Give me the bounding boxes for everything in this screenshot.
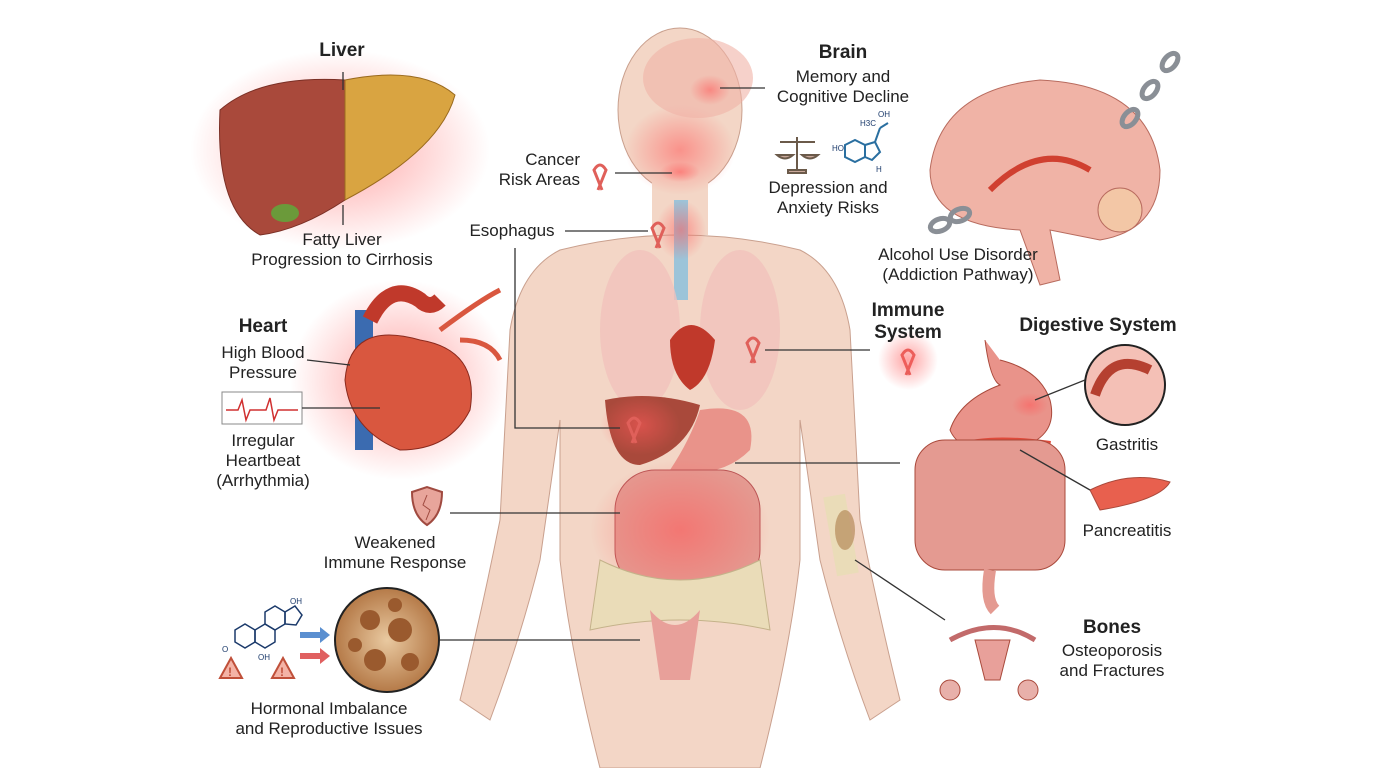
- cognitive-decline-label: Cognitive Decline: [776, 87, 910, 106]
- reproductive-organ-in-body: [650, 610, 700, 680]
- warning-icon: !: [270, 655, 296, 679]
- ribbon-icon: [626, 416, 642, 444]
- svg-text:!: !: [280, 665, 284, 679]
- ribbon-icon: [592, 163, 608, 191]
- reproductive-label: and Reproductive Issues: [235, 719, 423, 738]
- heart-illustration: [290, 280, 510, 480]
- leader-lines: [302, 72, 1091, 641]
- scales-icon: [774, 137, 821, 174]
- reproductive-illustration: [939, 625, 1039, 701]
- chain-icon: [927, 50, 1181, 235]
- chem-label: O: [222, 645, 228, 654]
- digestive-illustration: [914, 339, 1171, 615]
- osteoporosis-label: Osteoporosis: [1061, 641, 1163, 660]
- left-lung: [600, 250, 680, 410]
- immune-response-label: Immune Response: [323, 553, 467, 572]
- svg-text:!: !: [228, 665, 232, 679]
- bone-tissue-illustration: [334, 587, 440, 693]
- immune-title: Immune: [871, 300, 945, 321]
- irregular-label: Irregular: [231, 431, 295, 450]
- pressure-label: Pressure: [228, 363, 298, 382]
- brain-title: Brain: [818, 42, 868, 63]
- warning-icon: !: [218, 655, 244, 679]
- gastritis-label: Gastritis: [1095, 435, 1159, 454]
- ribbon-icon: [650, 221, 666, 249]
- system-title: System: [874, 322, 942, 343]
- fractures-label: and Fractures: [1059, 661, 1165, 680]
- human-body: [459, 27, 901, 768]
- ecg-icon: [221, 391, 303, 425]
- bones-title: Bones: [1082, 617, 1142, 638]
- heartbeat-label: Heartbeat: [225, 451, 301, 470]
- addiction-pathway-label: (Addiction Pathway): [882, 265, 1034, 284]
- stomach-in-body: [670, 408, 752, 473]
- chem-label: OH: [290, 597, 302, 606]
- pancreatitis-label: Pancreatitis: [1082, 521, 1172, 540]
- heart-title: Heart: [238, 316, 288, 337]
- weakened-label: Weakened: [354, 533, 436, 552]
- pelvis: [589, 559, 771, 631]
- chem-label: H3C: [860, 119, 876, 128]
- chem-label: OH: [258, 653, 270, 662]
- hormonal-label: Hormonal Imbalance: [250, 699, 408, 718]
- risk-areas-label: Risk Areas: [498, 170, 580, 189]
- shield-icon: [410, 485, 444, 527]
- liver-illustration: [190, 50, 490, 250]
- right-lung: [700, 250, 780, 410]
- liver-title: Liver: [319, 40, 365, 61]
- arrow-icon: [300, 648, 330, 664]
- ribbon-icon: [745, 336, 761, 364]
- digestive-title: Digestive System: [1019, 315, 1177, 336]
- depression-label: Depression and: [768, 178, 888, 197]
- bone-fracture-illustration: [823, 493, 859, 577]
- cancer-label: Cancer: [525, 150, 580, 169]
- chem-label: OH: [878, 110, 890, 119]
- chem-label: H: [876, 165, 882, 174]
- anxiety-label: Anxiety Risks: [776, 198, 880, 217]
- high-blood-label: High Blood: [221, 343, 305, 362]
- hormone-molecule-icon: OH OH O: [222, 597, 303, 662]
- memory-label: Memory and: [795, 67, 891, 86]
- arrow-icon: [300, 627, 330, 643]
- serotonin-molecule-icon: H3C OH HO H: [832, 110, 890, 174]
- arrhythmia-label: (Arrhythmia): [216, 471, 310, 490]
- cirrhosis-label: Progression to Cirrhosis: [251, 250, 433, 269]
- brain-illustration: [929, 79, 1161, 286]
- heart-in-body: [670, 325, 715, 390]
- chem-label: HO: [832, 144, 844, 153]
- fatty-liver-label: Fatty Liver: [302, 230, 382, 249]
- esophagus-label: Esophagus: [469, 221, 555, 240]
- alcohol-use-disorder-label: Alcohol Use Disorder: [878, 245, 1038, 264]
